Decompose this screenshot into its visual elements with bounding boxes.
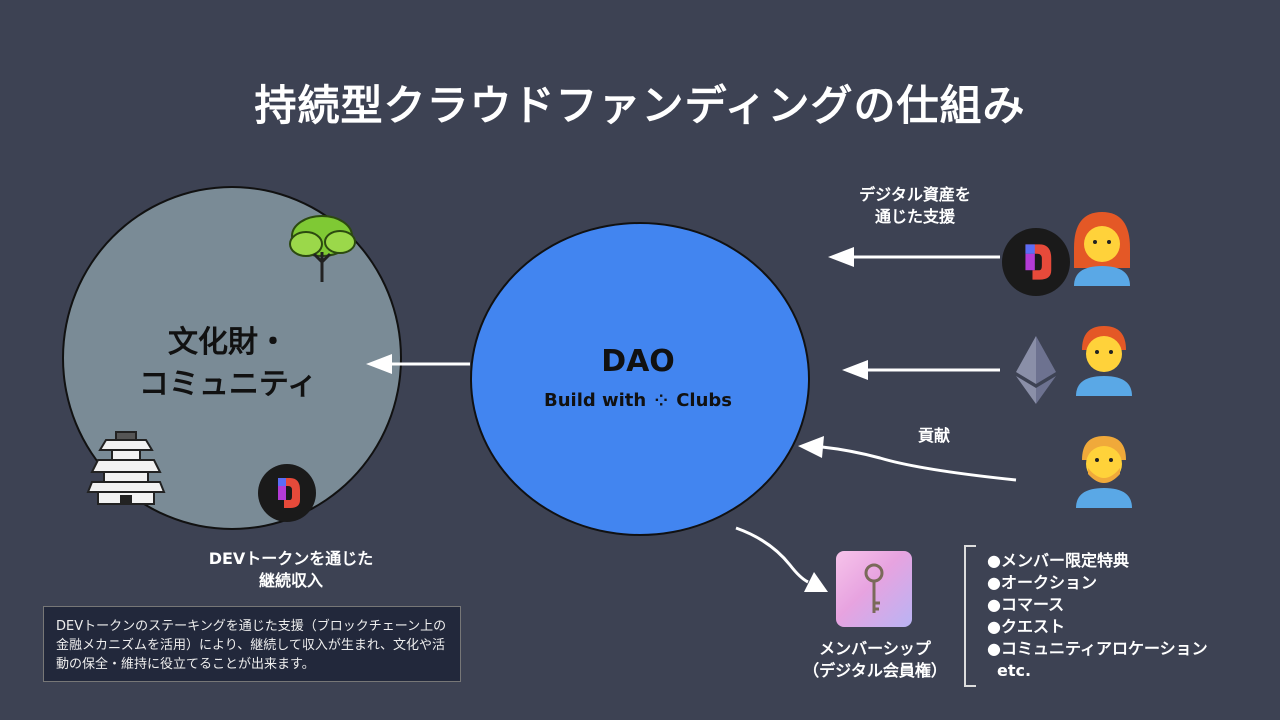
digital-support-line1: デジタル資産を	[859, 185, 971, 204]
dao-tagline-prefix: Build with	[543, 390, 647, 411]
community-label-line2: コミュニティ	[138, 367, 318, 402]
arrow-support-to-dao	[828, 247, 1000, 267]
arrow-eth-to-dao	[842, 360, 1000, 380]
benefit-item: ●コミュニティアロケーション	[987, 639, 1208, 658]
benefit-item: ●メンバー限定特典	[987, 551, 1129, 570]
dao-circle	[470, 222, 810, 536]
digital-support-line2: 通じた支援	[874, 207, 955, 226]
membership-line1: メンバーシップ	[819, 639, 931, 658]
dev-income-line2: 継続収入	[258, 571, 323, 590]
dao-tagline: Build with ⁘ Clubs	[470, 390, 806, 411]
community-label-line1: 文化財・	[168, 325, 288, 360]
contribution-label: 貢献	[917, 426, 950, 445]
membership-line2: （デジタル会員権）	[803, 661, 947, 680]
benefits-bracket	[964, 545, 976, 687]
benefit-item: ●オークション	[987, 573, 1097, 592]
membership-card	[836, 551, 912, 627]
benefit-item: ●コマース	[987, 595, 1065, 614]
community-label: 文化財・ コミュニティ	[128, 322, 328, 406]
dev-token-icon	[258, 464, 316, 522]
arrow-dao-to-membership	[735, 526, 828, 592]
page-title: 持続型クラウドファンディングの仕組み	[254, 81, 1026, 130]
dao-name: DAO	[601, 344, 675, 379]
benefits-list: ●メンバー限定特典 ●オークション ●コマース ●クエスト ●コミュニティアロケ…	[987, 550, 1208, 682]
membership-label: メンバーシップ （デジタル会員権）	[790, 638, 960, 682]
digital-support-label: デジタル資産を 通じた支援	[835, 184, 995, 228]
benefit-item: ●クエスト	[987, 617, 1065, 636]
dao-tagline-suffix: Clubs	[676, 390, 732, 411]
clubs-logo-icon: ⁘	[654, 391, 668, 410]
dev-token-icon	[1002, 228, 1070, 296]
dev-income-line1: DEVトークンを通じた	[208, 549, 374, 568]
key-icon	[864, 563, 884, 613]
info-box: DEVトークンのステーキングを通じた支援（ブロックチェーン上の金融メカニズムを活…	[43, 606, 461, 682]
benefit-item: etc.	[997, 661, 1032, 680]
dev-income-label: DEVトークンを通じた 継続収入	[186, 548, 396, 592]
